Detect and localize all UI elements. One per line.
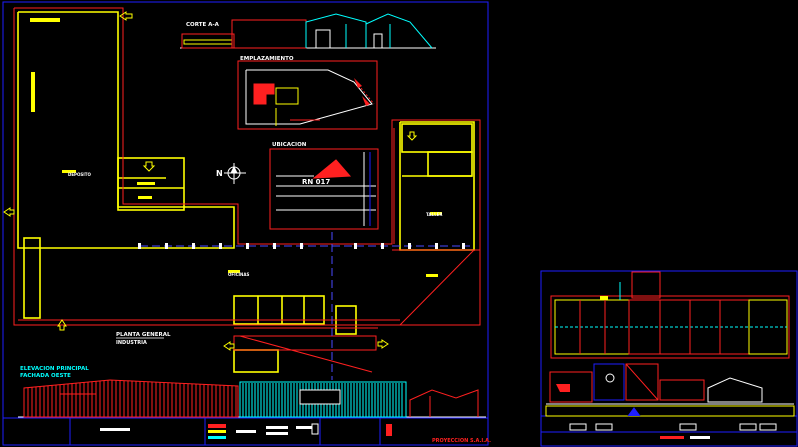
floor-plan: [17, 11, 475, 373]
elevation-drawing: [18, 379, 486, 418]
room-label-taller: TALLER: [426, 212, 442, 217]
elevacion-title: ELEVACION PRINCIPAL: [20, 366, 89, 372]
column-markers: [138, 243, 465, 249]
title-block: [100, 423, 392, 439]
secondary-lower: [545, 363, 795, 439]
room-tags: [30, 18, 442, 277]
north-label: N: [216, 169, 223, 178]
ubicacion-title: UBICACION: [272, 142, 307, 148]
room-label-deposito: DEPOSITO: [68, 172, 91, 177]
grid-axes: [140, 232, 470, 380]
planta-general-title: PLANTA GENERAL: [116, 332, 171, 338]
emplazamiento-inset: [237, 60, 378, 130]
north-arrow: [224, 163, 246, 184]
main-sheet-frame: [2, 1, 489, 446]
elevacion-subtitle: FACHADA OESTE: [20, 373, 71, 379]
plan-outline: [13, 7, 481, 373]
section-drawing: [180, 13, 436, 49]
sheet-title: PROYECCION S.A.I.A.: [432, 438, 491, 444]
route-label: RN 017: [302, 178, 330, 186]
secondary-plan: [550, 271, 790, 359]
access-arrows: [3, 11, 418, 351]
corte-title: CORTE A-A: [186, 22, 220, 28]
ubicacion-inset: [269, 148, 379, 230]
planta-general-subtitle: INDUSTRIA: [116, 340, 147, 346]
emplazamiento-title: EMPLAZAMIENTO: [240, 56, 294, 62]
room-label-oficinas: OFICINAS: [228, 272, 249, 277]
